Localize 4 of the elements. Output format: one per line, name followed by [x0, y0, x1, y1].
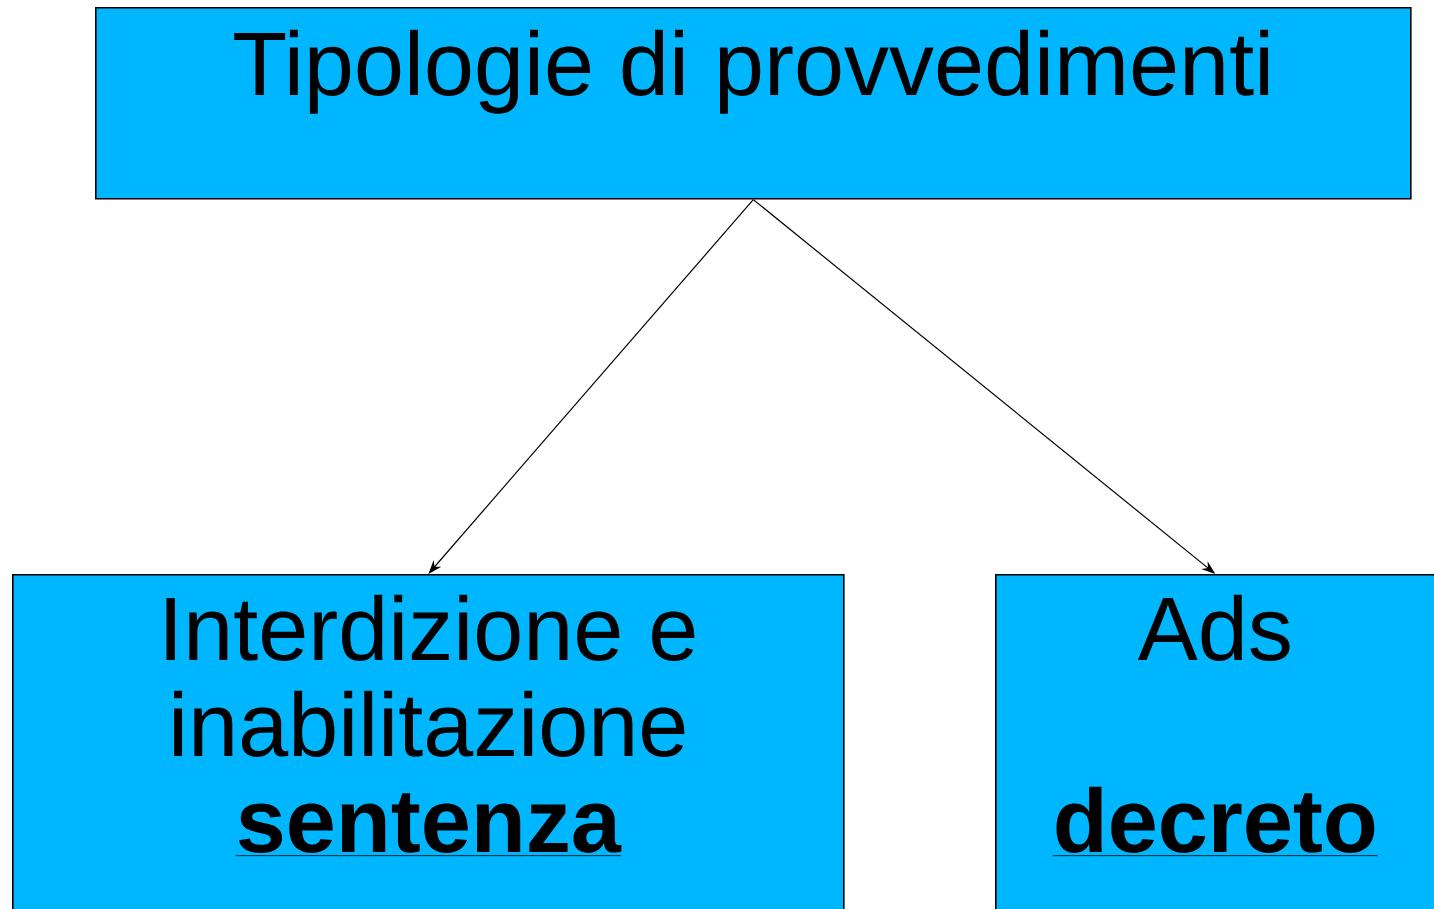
arrow [428, 199, 754, 574]
process-box: Tipologie di provvedimenti [95, 7, 1412, 200]
process-box: Interdizione e inabilitazione sentenza [12, 574, 845, 909]
process-box: Ads decreto [995, 574, 1434, 909]
